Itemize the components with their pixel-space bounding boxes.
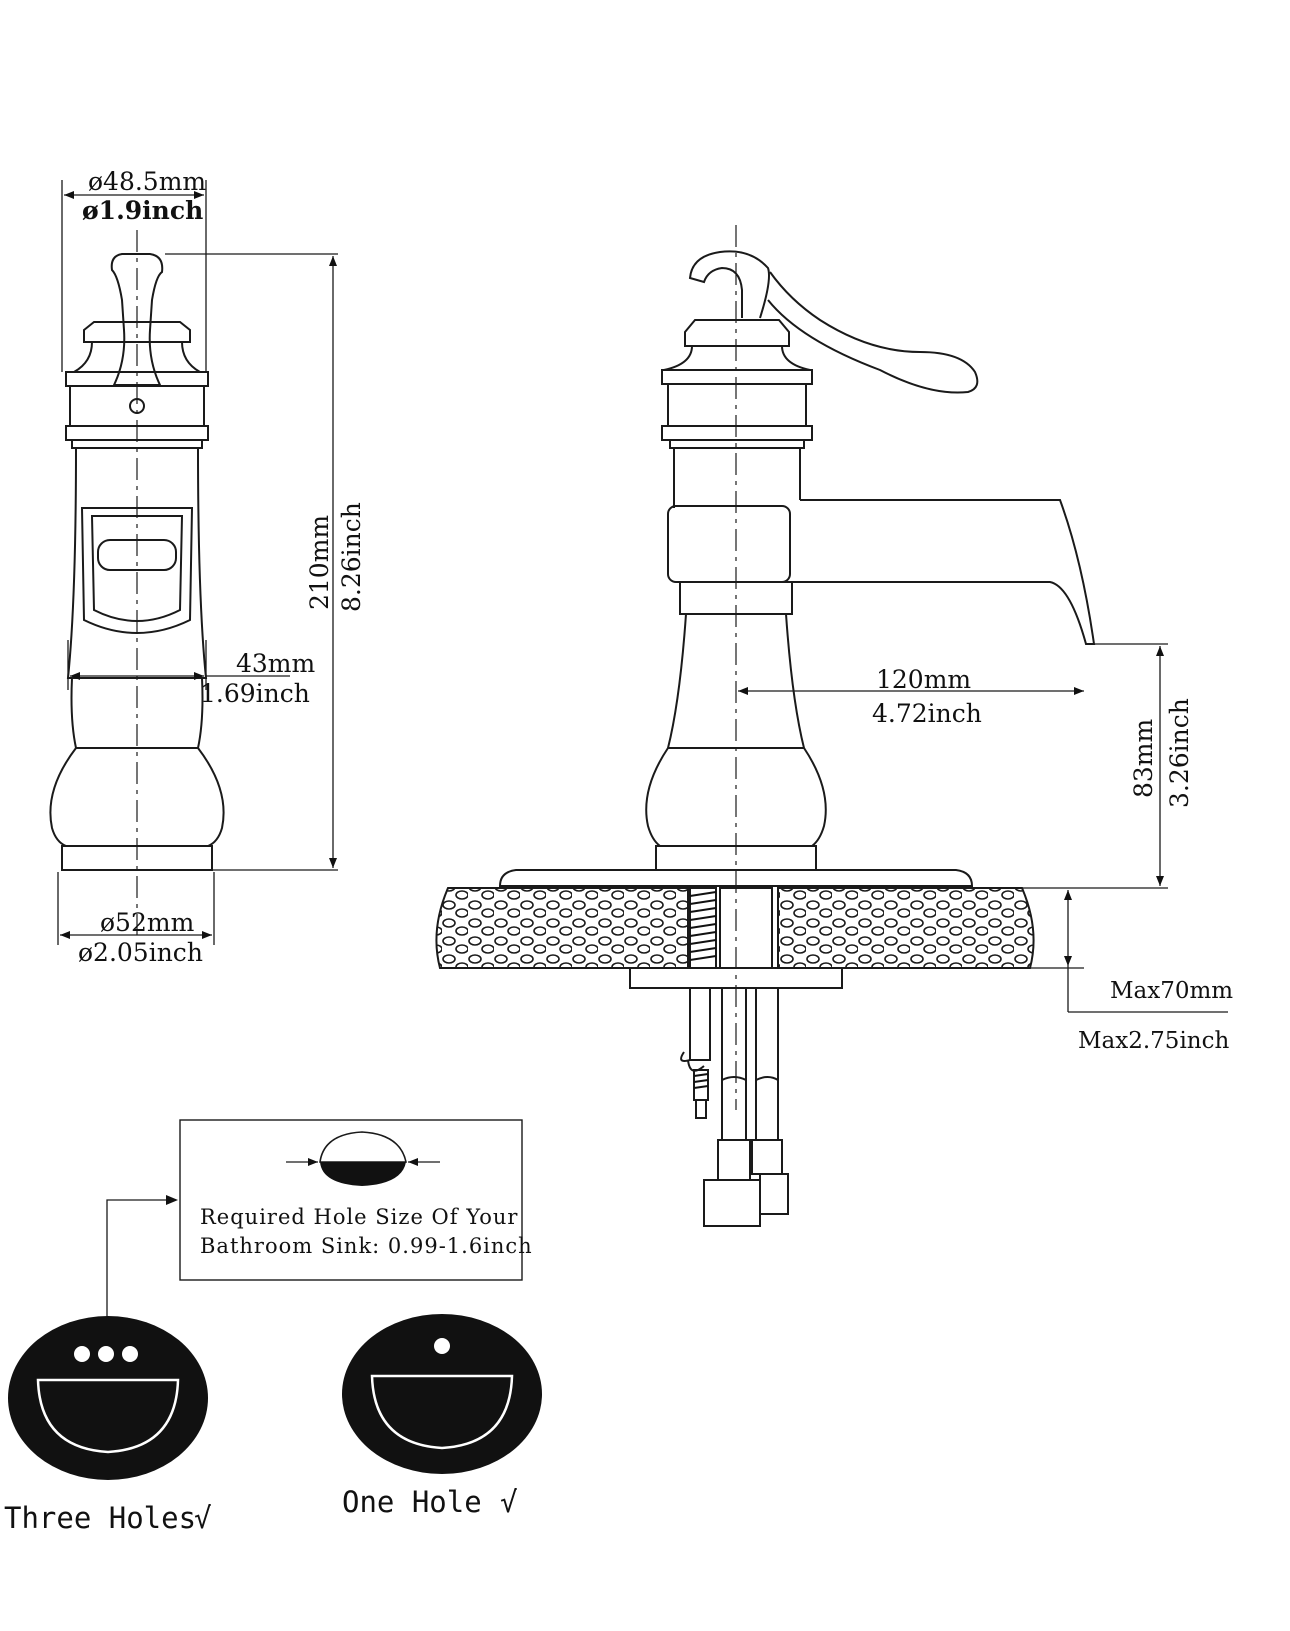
- height-mm: 210mm: [305, 515, 334, 610]
- one-hole-sink-icon: [342, 1314, 542, 1474]
- hole-cutaway-icon: [320, 1162, 406, 1186]
- mid-width-mm: 43mm: [236, 649, 316, 678]
- three-holes-label: Three Holes: [4, 1501, 196, 1535]
- deck-thickness-inch: Max2.75inch: [1078, 1028, 1229, 1054]
- deck-thickness-mm: Max70mm: [1110, 978, 1233, 1004]
- spout-reach-mm: 120mm: [876, 665, 971, 694]
- spout-height-mm: 83mm: [1129, 718, 1158, 798]
- three-holes-check: √: [194, 1501, 211, 1535]
- hole-size-note: Required Hole Size Of Your Bathroom Sink…: [106, 1119, 533, 1322]
- spout-reach-inch: 4.72inch: [872, 699, 982, 728]
- base-diameter-inch: ø2.05inch: [78, 938, 203, 967]
- hole-note-line1: Required Hole Size Of Your: [200, 1205, 518, 1229]
- hole-note-line2: Bathroom Sink: 0.99-1.6inch: [200, 1234, 533, 1258]
- top-diameter-inch: ø1.9inch: [82, 196, 203, 225]
- front-view-dimensions: 120mm 4.72inch 83mm 3.26inch Max70mm Max…: [738, 643, 1233, 1054]
- three-holes-sink-icon: [8, 1316, 208, 1480]
- base-diameter-mm: ø52mm: [100, 908, 195, 937]
- hole-outline-icon: [319, 1131, 407, 1163]
- one-hole-check: √: [500, 1485, 517, 1519]
- height-inch: 8.26inch: [337, 502, 366, 612]
- spout-height-inch: 3.26inch: [1165, 698, 1194, 808]
- supply-hoses: [680, 987, 789, 1227]
- countertop-section: [435, 887, 1035, 989]
- front-view-faucet: [498, 225, 1096, 1110]
- one-hole-label: One Hole: [342, 1485, 482, 1519]
- mid-width-inch: 1.69inch: [200, 679, 310, 708]
- side-view-faucet: [49, 230, 225, 935]
- top-diameter-mm: ø48.5mm: [88, 167, 206, 196]
- side-view-dimensions: ø48.5mm ø1.9inch 210mm 8.26inch 43mm 1.6…: [57, 167, 366, 967]
